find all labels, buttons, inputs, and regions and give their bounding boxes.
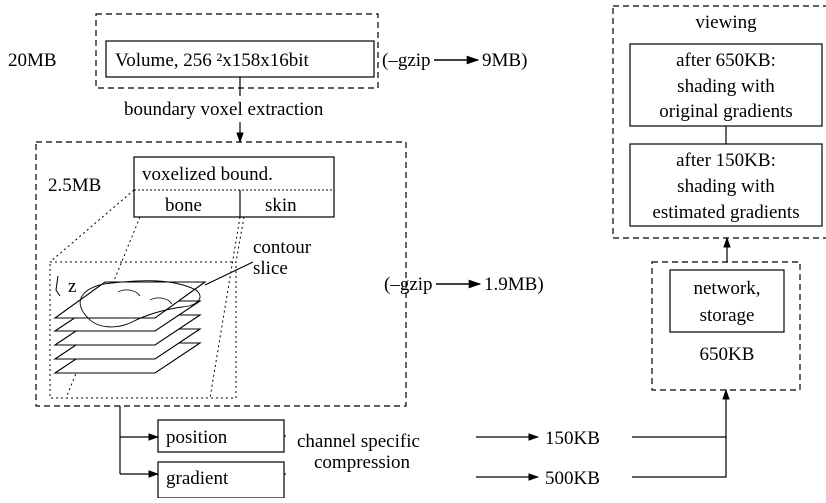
contour-detail [117, 289, 173, 305]
stage-original-line3: original gradients [659, 101, 793, 122]
skin-label: skin [265, 195, 297, 216]
network-line1: network, [693, 278, 760, 299]
contour-pointer [204, 261, 254, 286]
voxel-size-label: 2.5MB [48, 175, 101, 196]
network-size: 650KB [700, 344, 755, 365]
voxel-gzip-label: (–gzip [384, 274, 433, 295]
stage-estimated-line1: after 150KB: [676, 150, 776, 171]
stage-estimated-box [629, 143, 823, 227]
compression-label-line2: compression [314, 452, 411, 473]
network-storage-box [669, 269, 785, 333]
viewing-title: viewing [695, 12, 757, 33]
volume-label: Volume, 256 ²x158x16bit [115, 50, 309, 71]
contour-label-line2: slice [253, 258, 288, 279]
voxelized-boundary-box [133, 156, 335, 218]
slice-stack [53, 281, 207, 374]
network-dashed-frame [651, 261, 801, 391]
merge-line [632, 436, 727, 478]
volume-gzip-result: 9MB) [482, 50, 527, 71]
stage-estimated-line2: shading with [677, 176, 775, 197]
position-size: 150KB [545, 428, 600, 449]
stage-estimated-line3: estimated gradients [652, 202, 799, 223]
compression-label-line1: channel specific [297, 431, 420, 452]
bone-label: bone [165, 195, 202, 216]
contour-slice [79, 280, 201, 328]
viewing-dashed-frame [612, 5, 826, 239]
stage-original-line1: after 650KB: [676, 50, 776, 71]
contour-label-line1: contour [253, 237, 312, 258]
voxel-gzip-result: 1.9MB) [484, 274, 544, 295]
projection-lines [49, 189, 245, 399]
z-axis-icon [55, 275, 61, 297]
stage-original-line2: shading with [677, 76, 775, 97]
volume-gzip-label: (–gzip [382, 50, 431, 71]
gradient-size: 500KB [545, 468, 600, 489]
volume-dashed-frame [95, 13, 379, 89]
voxelized-boundary-title: voxelized bound. [142, 164, 273, 185]
z-axis-label: z [68, 276, 76, 297]
raw-size-label: 20MB [8, 50, 57, 71]
network-line2: storage [700, 305, 755, 326]
position-label: position [166, 427, 228, 448]
extraction-label: boundary voxel extraction [124, 99, 324, 120]
gradient-label: gradient [166, 468, 229, 489]
voxel-dashed-frame [35, 141, 407, 407]
